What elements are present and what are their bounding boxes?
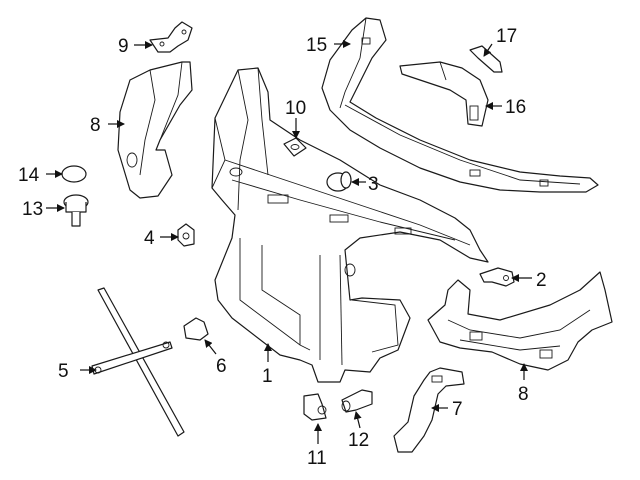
reinforcement-part-15 bbox=[321, 17, 599, 193]
bracket-part-7 bbox=[393, 367, 465, 453]
callout-9: 9 bbox=[118, 36, 129, 57]
bracket-part-2 bbox=[479, 267, 515, 287]
callout-6: 6 bbox=[216, 356, 227, 377]
leader-12 bbox=[353, 411, 362, 429]
callout-4: 4 bbox=[144, 228, 155, 249]
callout-12: 12 bbox=[348, 430, 369, 451]
hose-part-12 bbox=[341, 389, 373, 413]
callout-13: 13 bbox=[22, 199, 43, 220]
grommet-part-3 bbox=[326, 171, 352, 192]
callout-8-lower: 8 bbox=[518, 384, 529, 405]
callout-8-upper: 8 bbox=[90, 115, 101, 136]
brace-part-5 bbox=[91, 287, 185, 437]
bracket-part-8-lower bbox=[427, 271, 613, 371]
cap-part-14 bbox=[61, 165, 87, 183]
callout-1: 1 bbox=[262, 366, 273, 387]
leader-17 bbox=[483, 43, 493, 57]
callout-7: 7 bbox=[452, 399, 463, 420]
callout-14: 14 bbox=[18, 165, 40, 186]
callout-16: 16 bbox=[505, 97, 526, 118]
bracket-part-16 bbox=[399, 61, 489, 127]
callout-11: 11 bbox=[307, 448, 327, 469]
callout-17: 17 bbox=[496, 26, 517, 47]
callout-5: 5 bbox=[58, 361, 69, 382]
callout-3: 3 bbox=[368, 174, 379, 195]
radiator-support-part bbox=[211, 67, 489, 383]
clip-part-10 bbox=[283, 137, 307, 157]
clip-part-4 bbox=[177, 223, 195, 247]
bracket-part-6 bbox=[183, 317, 209, 341]
callout-2: 2 bbox=[536, 270, 547, 291]
leader-6 bbox=[204, 339, 217, 355]
bolt-part-13 bbox=[63, 194, 89, 227]
callout-labels: 1 2 3 4 5 6 7 8 8 9 10 11 12 13 14 15 16… bbox=[18, 26, 547, 469]
leader-lines bbox=[46, 40, 532, 444]
hinge-part-9 bbox=[149, 21, 193, 53]
callout-15: 15 bbox=[306, 35, 327, 56]
bracket-part-8-upper bbox=[117, 61, 193, 199]
callout-10: 10 bbox=[285, 98, 306, 119]
strip-part-17 bbox=[469, 45, 503, 73]
clip-part-11 bbox=[303, 393, 327, 421]
